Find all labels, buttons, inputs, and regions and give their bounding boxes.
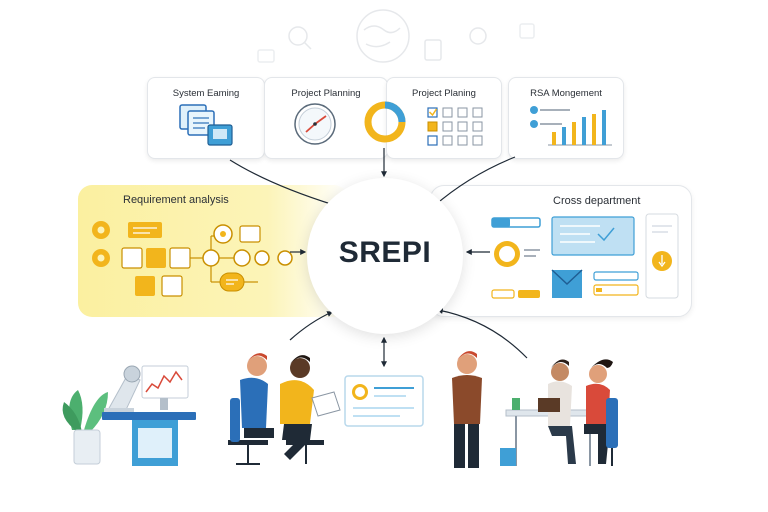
hub-label: SREPI [338,236,432,269]
two-people-working [228,353,341,465]
clock-icon [294,103,336,145]
documents-icon [179,104,233,146]
cross-department-title: Cross department [553,195,641,207]
user-icon [469,27,487,45]
search-icon [288,26,308,46]
top-card-project-planning-title: Project Planning [291,88,361,99]
top-card-system-title: System Eaming [172,88,240,99]
meeting-table-illustration [500,359,618,466]
lab-desk-illustration [62,365,196,466]
requirement-flow-diagram [92,221,293,297]
standing-person [452,351,482,468]
top-card-risk-management-title: RSA Mongement [530,88,602,99]
srepi-hub[interactable]: SREPI [307,178,463,334]
box-icon [519,23,535,39]
donut-chart-icon [364,101,406,143]
globe-lines [363,25,401,48]
checklist-grid-icon [427,107,483,146]
document-icon [424,39,442,61]
risk-chart-icon [530,106,612,146]
top-card-project-planing-title: Project Planing [412,88,476,99]
folder-icon [257,49,275,63]
cross-department-ui [491,213,679,299]
requirement-analysis-title: Requirement analysis [123,194,229,206]
dashboard-board [344,375,424,427]
globe-icon [356,9,410,63]
